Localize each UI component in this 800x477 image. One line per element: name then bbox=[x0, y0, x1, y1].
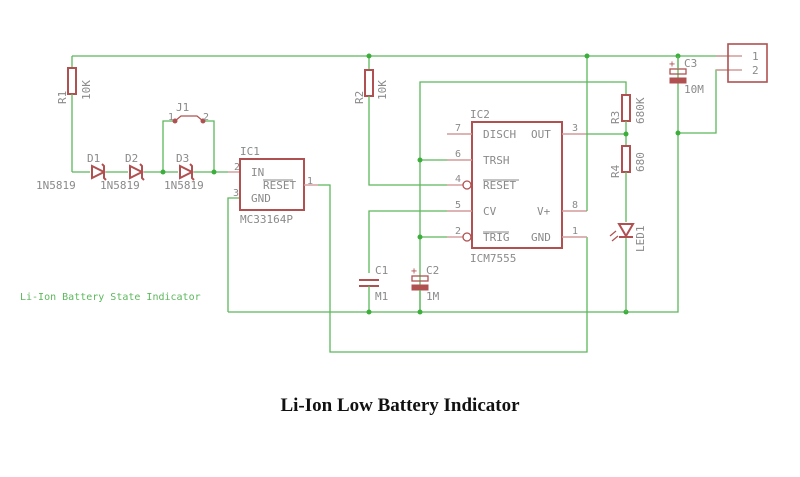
r3-value: 680K bbox=[634, 97, 647, 124]
ic2-pin1-num: 1 bbox=[572, 226, 578, 237]
led1-symbol bbox=[609, 223, 635, 242]
ic2-gnd: GND bbox=[531, 231, 551, 244]
junction bbox=[417, 234, 423, 240]
d2-ref: D2 bbox=[125, 152, 138, 165]
c3-value: 10M bbox=[684, 83, 704, 96]
ic2-pin4-num: 4 bbox=[455, 174, 461, 185]
ic2-disch: DISCH bbox=[483, 128, 516, 141]
j1-pin2 bbox=[200, 118, 206, 124]
reset-wire bbox=[318, 184, 588, 353]
c1-value: M1 bbox=[375, 290, 388, 303]
ic2-ref: IC2 bbox=[470, 108, 490, 121]
junction bbox=[417, 157, 423, 163]
junction bbox=[675, 130, 681, 136]
r2-ref: R2 bbox=[353, 91, 366, 104]
c3-plus-sign: + bbox=[669, 59, 675, 70]
ic2-out: OUT bbox=[531, 128, 551, 141]
ic2-cv: CV bbox=[483, 205, 497, 218]
r3-body bbox=[621, 94, 631, 122]
led1-ref: LED1 bbox=[634, 226, 647, 253]
ic1-pin2-num: 2 bbox=[234, 162, 240, 173]
ic2-pin3-num: 3 bbox=[572, 123, 578, 134]
c2-plus-sign: + bbox=[411, 266, 417, 277]
ic2-pin6-num: 6 bbox=[455, 149, 461, 160]
r1-ref: R1 bbox=[56, 91, 69, 104]
ic2-value: ICM7555 bbox=[470, 252, 516, 265]
j1-pin1 bbox=[172, 118, 178, 124]
wire bbox=[203, 120, 215, 172]
j1-pin1-label: 1 bbox=[168, 112, 174, 123]
junction bbox=[160, 169, 166, 175]
ic1-pin1-num: 1 bbox=[307, 176, 313, 187]
r1-body bbox=[67, 67, 77, 95]
d3-symbol bbox=[179, 163, 195, 181]
ic2-vplus: V+ bbox=[537, 205, 551, 218]
c3-minus-plate bbox=[669, 77, 687, 84]
conn-pin1-label: 1 bbox=[752, 50, 759, 63]
d3-ref: D3 bbox=[176, 152, 189, 165]
ic1-reset: RESET bbox=[263, 179, 296, 192]
page-title: Li-Ion Low Battery Indicator bbox=[280, 395, 520, 416]
r3-ref: R3 bbox=[609, 111, 622, 124]
ic2-trig: TRIG bbox=[483, 231, 510, 244]
c1-ref: C1 bbox=[375, 264, 388, 277]
ic2-pin2-invert bbox=[462, 232, 472, 242]
junction bbox=[366, 53, 372, 59]
junction bbox=[366, 309, 372, 315]
gnd-rail bbox=[228, 56, 679, 313]
ic1-in: IN bbox=[251, 166, 264, 179]
wire bbox=[162, 120, 175, 172]
ic2-pin8-num: 8 bbox=[572, 200, 578, 211]
ic1-gnd: GND bbox=[251, 192, 271, 205]
connector-body bbox=[727, 43, 768, 83]
ic2-pin7-num: 7 bbox=[455, 123, 461, 134]
j1-ref: J1 bbox=[176, 101, 189, 114]
r4-ref: R4 bbox=[609, 164, 622, 178]
junction bbox=[417, 309, 423, 315]
c3-ref: C3 bbox=[684, 57, 697, 70]
r1-value: 10K bbox=[80, 80, 93, 100]
ic2-reset: RESET bbox=[483, 179, 516, 192]
d1-value: 1N5819 bbox=[36, 179, 76, 192]
d2-value: 1N5819 bbox=[100, 179, 140, 192]
d3-value: 1N5819 bbox=[164, 179, 204, 192]
r4-body bbox=[621, 145, 631, 173]
wire bbox=[227, 197, 240, 312]
junction bbox=[211, 169, 217, 175]
d2-symbol bbox=[129, 163, 145, 181]
r2-body bbox=[364, 69, 374, 97]
r4-value: 680 bbox=[634, 152, 647, 172]
junction bbox=[584, 53, 590, 59]
ic2-pin2-num: 2 bbox=[455, 226, 461, 237]
c2-plus-plate bbox=[411, 275, 429, 282]
r2-value: 10K bbox=[376, 80, 389, 100]
schematic-note: Li-Ion Battery State Indicator bbox=[20, 292, 201, 303]
c2-value: 1M bbox=[426, 290, 440, 303]
ic1-value: MC33164P bbox=[240, 213, 293, 226]
wire bbox=[368, 96, 447, 186]
conn-pin2-label: 2 bbox=[752, 64, 759, 77]
junction bbox=[623, 131, 629, 137]
j1-symbol bbox=[174, 115, 204, 122]
ic1-ref: IC1 bbox=[240, 145, 260, 158]
d1-ref: D1 bbox=[87, 152, 100, 165]
wire bbox=[419, 81, 627, 312]
ic2-pin5-num: 5 bbox=[455, 200, 461, 211]
d1-symbol bbox=[91, 163, 107, 181]
ic2-trsh: TRSH bbox=[483, 154, 510, 167]
ic2-body bbox=[471, 121, 563, 249]
j1-pin2-label: 2 bbox=[203, 112, 209, 123]
wire bbox=[368, 210, 447, 273]
ic2-pin4-invert bbox=[462, 180, 472, 190]
ic1-pin3-num: 3 bbox=[233, 188, 239, 199]
c2-ref: C2 bbox=[426, 264, 439, 277]
